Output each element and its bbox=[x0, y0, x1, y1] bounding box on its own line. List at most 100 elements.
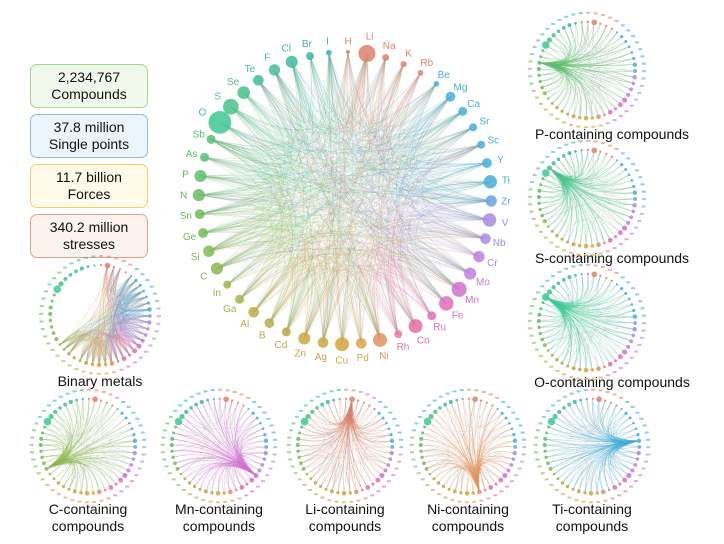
edge bbox=[239, 231, 460, 300]
element-tick bbox=[533, 443, 538, 446]
element-tick bbox=[538, 102, 543, 105]
edge bbox=[382, 64, 471, 274]
edge bbox=[258, 53, 368, 129]
edge bbox=[371, 64, 416, 327]
node-Se bbox=[63, 276, 68, 282]
element-tick bbox=[607, 16, 612, 19]
node-As bbox=[172, 431, 176, 435]
edge bbox=[291, 52, 329, 118]
node-Ga bbox=[550, 229, 554, 233]
element-tick bbox=[210, 389, 215, 392]
edge bbox=[199, 106, 279, 216]
edge bbox=[394, 260, 447, 316]
edge bbox=[410, 144, 482, 257]
element-tick bbox=[382, 485, 387, 488]
edge bbox=[117, 280, 148, 330]
node-Ga bbox=[62, 348, 66, 352]
edge bbox=[199, 139, 265, 215]
node-I bbox=[93, 264, 96, 267]
node-Mg bbox=[620, 162, 624, 167]
edge bbox=[304, 52, 337, 339]
element-tick bbox=[520, 460, 525, 463]
node-Zn bbox=[203, 489, 208, 494]
edge bbox=[243, 83, 437, 135]
edge bbox=[309, 56, 447, 304]
edge bbox=[328, 52, 487, 166]
edge bbox=[243, 92, 474, 151]
node-Co bbox=[607, 237, 613, 243]
node-K bbox=[485, 401, 489, 404]
node-Zr bbox=[264, 445, 269, 449]
element-label: N bbox=[180, 190, 187, 201]
element-tick bbox=[141, 453, 146, 456]
node-Cl bbox=[285, 55, 298, 68]
node-Ag bbox=[577, 367, 582, 372]
element-tick bbox=[531, 217, 536, 220]
node-Ru bbox=[618, 482, 622, 486]
element-tick bbox=[266, 417, 271, 420]
edge bbox=[291, 61, 432, 316]
node-Sr bbox=[142, 289, 146, 293]
edge bbox=[204, 83, 437, 162]
node-Ag bbox=[459, 490, 463, 495]
node-Sc bbox=[510, 427, 514, 431]
edge bbox=[381, 64, 404, 335]
edge bbox=[239, 111, 463, 300]
edge bbox=[274, 69, 482, 164]
node-P bbox=[194, 169, 207, 183]
edge bbox=[230, 106, 463, 154]
element-tick bbox=[351, 389, 356, 392]
edge bbox=[230, 106, 283, 313]
edge bbox=[200, 127, 474, 184]
node-Ag bbox=[79, 490, 83, 495]
edge bbox=[198, 139, 261, 196]
edge bbox=[203, 96, 451, 234]
edge bbox=[216, 234, 471, 274]
node-In bbox=[546, 97, 550, 100]
node-Pd bbox=[103, 362, 108, 367]
edge bbox=[390, 72, 486, 239]
edge bbox=[399, 200, 492, 304]
node-B bbox=[192, 484, 197, 489]
node-K bbox=[236, 401, 240, 404]
edge bbox=[117, 280, 150, 317]
element-tick bbox=[31, 458, 36, 461]
element-tick bbox=[638, 176, 643, 179]
element-tick bbox=[395, 424, 400, 427]
node-Se bbox=[237, 86, 251, 99]
node-Ag bbox=[317, 337, 329, 348]
edge bbox=[269, 261, 349, 345]
edge bbox=[230, 106, 486, 239]
edge bbox=[198, 144, 482, 196]
element-tick bbox=[521, 438, 526, 441]
element-tick bbox=[543, 236, 548, 239]
element-tick bbox=[486, 497, 491, 500]
edge bbox=[253, 127, 474, 313]
node-Br bbox=[574, 149, 577, 153]
edge bbox=[572, 468, 587, 493]
element-tick bbox=[63, 266, 68, 269]
node-Sc bbox=[630, 179, 634, 182]
edge bbox=[411, 192, 492, 257]
node-Fe bbox=[498, 477, 504, 483]
node-Mg bbox=[624, 411, 628, 415]
edge bbox=[200, 61, 303, 186]
label-line: compounds bbox=[431, 518, 505, 534]
element-tick bbox=[37, 415, 42, 418]
element-label: Br bbox=[302, 39, 313, 50]
node-Cu bbox=[583, 367, 589, 373]
node-Se bbox=[310, 409, 315, 415]
element-tick bbox=[148, 344, 153, 347]
edge bbox=[410, 83, 490, 221]
stat-value: 37.8 million bbox=[53, 119, 125, 135]
node-Rb bbox=[417, 70, 424, 76]
element-tick bbox=[140, 460, 145, 463]
edge bbox=[227, 57, 386, 285]
element-label: In bbox=[213, 288, 221, 299]
node-H bbox=[344, 397, 348, 400]
node-Y bbox=[636, 433, 640, 437]
node-Al bbox=[436, 481, 441, 485]
node-Ag bbox=[336, 490, 340, 495]
element-tick bbox=[44, 290, 49, 293]
node-Rh bbox=[603, 113, 606, 117]
